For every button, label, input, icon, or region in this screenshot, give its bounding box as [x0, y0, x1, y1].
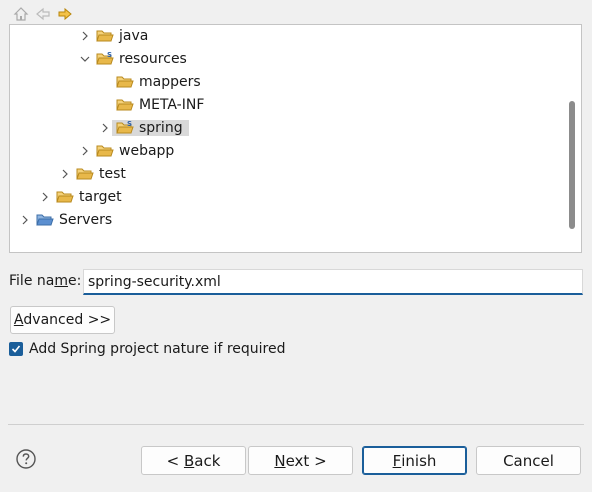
chevron-right-icon[interactable]: [98, 121, 112, 135]
tree-item-resources[interactable]: S resources: [78, 48, 189, 70]
button-label: inish: [401, 451, 437, 470]
tree-item-label: java: [119, 28, 149, 44]
tree-item-label: webapp: [119, 143, 175, 159]
chevron-right-icon[interactable]: [78, 29, 92, 43]
tree-item-label: resources: [119, 51, 187, 67]
tree-item-label: spring: [139, 120, 183, 136]
spring-nature-checkbox[interactable]: [9, 342, 23, 356]
folder-icon: [76, 166, 94, 182]
chevron-right-icon[interactable]: [38, 190, 52, 204]
label-mnemonic: m: [54, 273, 68, 289]
folder-icon: [96, 28, 114, 44]
tree-item-java[interactable]: java: [78, 25, 150, 47]
vertical-scrollbar[interactable]: [567, 25, 577, 252]
label-text: File na: [9, 273, 55, 289]
home-icon[interactable]: [12, 5, 30, 23]
tree-item-spring[interactable]: S spring: [98, 117, 189, 139]
tree-item-label: mappers: [139, 74, 201, 90]
checkbox-label: Add Spring project nature if required: [29, 341, 286, 357]
tree-item-label: test: [99, 166, 126, 182]
button-label: ext >: [285, 451, 327, 470]
button-label: ack: [194, 451, 221, 470]
svg-text:S: S: [127, 120, 132, 128]
svg-text:S: S: [107, 51, 112, 59]
project-tree[interactable]: java S resources mappers: [9, 24, 582, 253]
label-text: e:: [67, 273, 82, 289]
cancel-button[interactable]: Cancel: [476, 446, 581, 475]
tree-item-mappers[interactable]: mappers: [112, 71, 203, 93]
button-label: Cancel: [503, 451, 554, 470]
tree-item-test[interactable]: test: [58, 163, 128, 185]
tree-item-meta-inf[interactable]: META-INF: [112, 94, 206, 116]
button-label: <: [166, 451, 184, 470]
forward-arrow-icon[interactable]: [56, 5, 74, 23]
chevron-right-icon[interactable]: [58, 167, 72, 181]
button-mnemonic: A: [13, 312, 24, 328]
navigation-bar: [12, 4, 74, 24]
help-icon[interactable]: [16, 449, 36, 469]
back-arrow-icon[interactable]: [34, 5, 52, 23]
chevron-right-icon[interactable]: [18, 213, 32, 227]
tree-item-target[interactable]: target: [38, 186, 124, 208]
chevron-right-icon[interactable]: [78, 144, 92, 158]
folder-icon: [116, 74, 134, 90]
tree-item-webapp[interactable]: webapp: [78, 140, 176, 162]
source-folder-icon: S: [116, 120, 134, 136]
divider: [8, 424, 584, 425]
folder-icon: [116, 97, 134, 113]
tree-item-label: Servers: [59, 212, 113, 228]
scrollbar-thumb[interactable]: [569, 101, 575, 229]
button-mnemonic: N: [274, 451, 286, 470]
button-label: dvanced >>: [23, 312, 112, 328]
project-folder-icon: [36, 212, 54, 228]
folder-icon: [96, 143, 114, 159]
tree-item-label: target: [79, 189, 122, 205]
button-mnemonic: B: [183, 451, 195, 470]
tree-item-label: META-INF: [139, 97, 205, 113]
folder-icon: [56, 189, 74, 205]
file-name-input[interactable]: [83, 269, 583, 295]
selection-highlight: S spring: [112, 120, 189, 136]
chevron-down-icon[interactable]: [78, 52, 92, 66]
file-name-label: File name:: [9, 273, 81, 289]
tree-item-servers[interactable]: Servers: [18, 209, 114, 231]
source-folder-icon: S: [96, 51, 114, 67]
spring-nature-option[interactable]: Add Spring project nature if required: [9, 341, 285, 357]
button-mnemonic: F: [392, 451, 402, 470]
